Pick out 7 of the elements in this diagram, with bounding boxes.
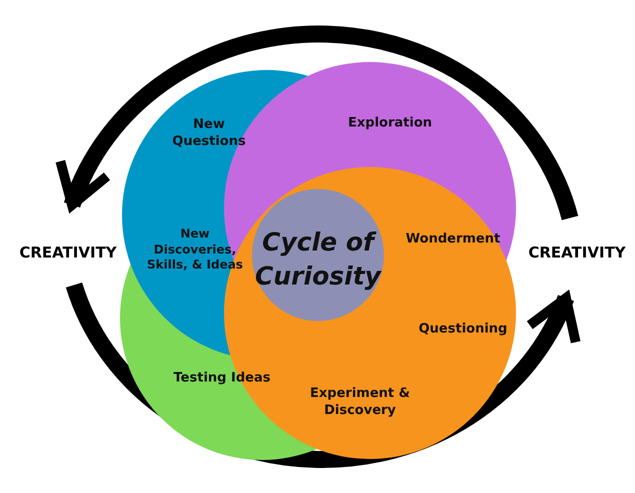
stage-label: Exploration xyxy=(347,116,433,132)
stage-label: Testing Ideas xyxy=(172,370,272,388)
cycle-label: CREATIVITY xyxy=(527,243,627,263)
center-title: Cycle of Curiosity xyxy=(254,226,383,292)
stage-label: Questioning xyxy=(418,322,508,338)
stage-label: Experiment & Discovery xyxy=(309,386,411,420)
cycle-label: CREATIVITY xyxy=(18,243,118,263)
